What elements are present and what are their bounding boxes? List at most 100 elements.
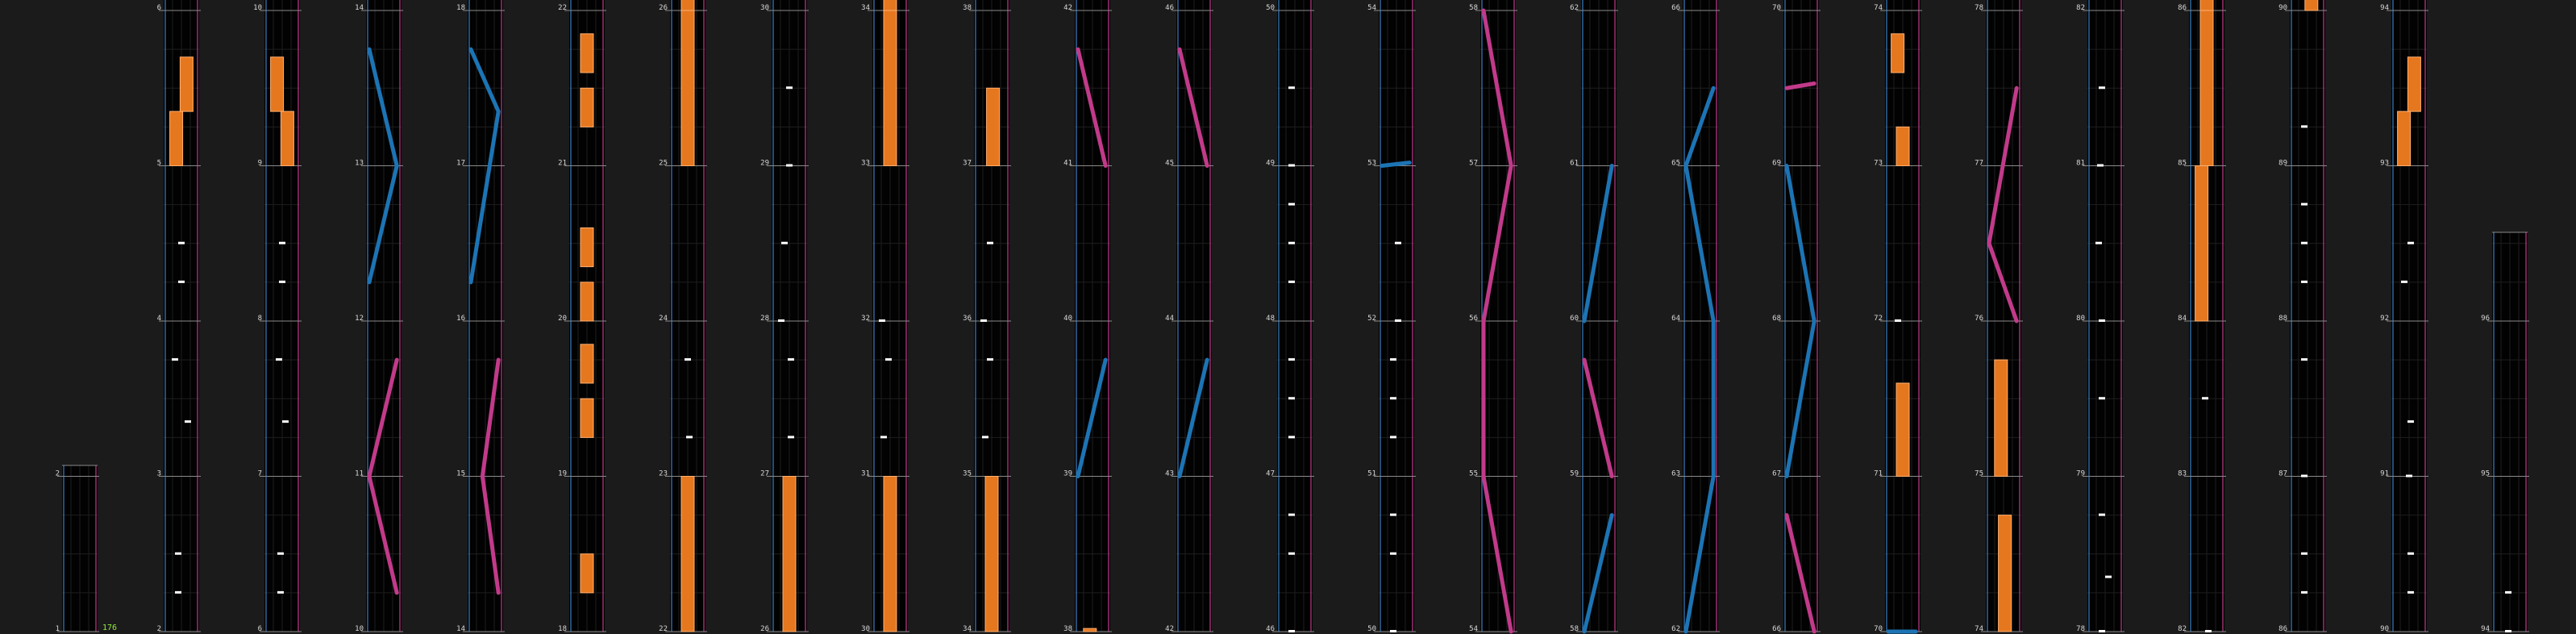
hold-note[interactable] xyxy=(984,476,999,632)
slide-note[interactable] xyxy=(1582,357,1614,478)
hold-note[interactable] xyxy=(986,87,1001,166)
tap-note[interactable] xyxy=(276,358,282,361)
tap-note[interactable] xyxy=(175,590,181,594)
tap-note[interactable] xyxy=(178,280,185,283)
tap-note[interactable] xyxy=(2505,630,2511,632)
tap-note[interactable] xyxy=(2301,590,2308,594)
slide-note[interactable] xyxy=(480,357,501,595)
tap-note[interactable] xyxy=(1395,319,1401,322)
slide-note[interactable] xyxy=(367,47,399,285)
tap-note[interactable] xyxy=(1390,358,1396,361)
tap-note[interactable] xyxy=(279,280,285,283)
slide-note[interactable] xyxy=(1076,47,1108,168)
tap-note[interactable] xyxy=(2301,202,2308,206)
slide-note[interactable] xyxy=(1380,161,1412,168)
tap-note[interactable] xyxy=(778,319,784,322)
tap-note[interactable] xyxy=(277,590,284,594)
tap-note[interactable] xyxy=(786,86,793,90)
hold-note[interactable] xyxy=(1994,359,2008,477)
slide-note[interactable] xyxy=(1784,81,1817,90)
tap-note[interactable] xyxy=(2099,630,2105,632)
hold-note[interactable] xyxy=(2397,111,2412,166)
hold-note[interactable] xyxy=(680,476,695,632)
hold-note[interactable] xyxy=(2304,0,2319,11)
hold-note[interactable] xyxy=(580,33,594,73)
slide-note[interactable] xyxy=(1582,513,1614,634)
tap-note[interactable] xyxy=(1288,630,1295,632)
tap-note[interactable] xyxy=(1895,319,1901,322)
tap-note[interactable] xyxy=(277,552,284,555)
tap-note[interactable] xyxy=(982,436,988,439)
tap-note[interactable] xyxy=(2095,241,2102,244)
tap-note[interactable] xyxy=(1390,552,1396,555)
hold-note[interactable] xyxy=(580,398,594,438)
tap-note[interactable] xyxy=(885,358,892,361)
tap-note[interactable] xyxy=(1288,164,1295,167)
hold-note[interactable] xyxy=(680,0,695,11)
tap-note[interactable] xyxy=(1288,552,1295,555)
hold-note[interactable] xyxy=(1891,33,1905,73)
tap-note[interactable] xyxy=(685,358,691,361)
slide-note[interactable] xyxy=(367,357,399,595)
hold-note[interactable] xyxy=(883,476,897,632)
tap-note[interactable] xyxy=(1288,241,1295,244)
tap-note[interactable] xyxy=(2407,420,2414,423)
tap-note[interactable] xyxy=(1288,86,1295,90)
hold-note[interactable] xyxy=(1998,515,2012,632)
hold-note[interactable] xyxy=(580,344,594,384)
hold-note[interactable] xyxy=(580,227,594,268)
hold-note[interactable] xyxy=(1083,628,1097,632)
tap-note[interactable] xyxy=(987,358,993,361)
slide-note[interactable] xyxy=(1784,164,1817,478)
tap-note[interactable] xyxy=(279,241,285,244)
tap-note[interactable] xyxy=(2301,474,2308,478)
tap-note[interactable] xyxy=(1288,436,1295,439)
tap-note[interactable] xyxy=(1288,513,1295,516)
slide-note[interactable] xyxy=(1582,164,1614,323)
hold-note[interactable] xyxy=(2407,56,2421,112)
tap-note[interactable] xyxy=(172,358,178,361)
tap-note[interactable] xyxy=(2407,241,2414,244)
tap-note[interactable] xyxy=(175,552,181,555)
hold-note[interactable] xyxy=(2195,165,2209,322)
tap-note[interactable] xyxy=(2205,630,2212,632)
tap-note[interactable] xyxy=(2105,575,2112,578)
tap-note[interactable] xyxy=(1288,202,1295,206)
tap-note[interactable] xyxy=(2407,552,2414,555)
tap-note[interactable] xyxy=(2202,397,2208,400)
tap-note[interactable] xyxy=(1390,513,1396,516)
tap-note[interactable] xyxy=(282,420,289,423)
hold-note[interactable] xyxy=(270,56,285,112)
tap-note[interactable] xyxy=(786,164,793,167)
slide-note[interactable] xyxy=(1481,8,1513,634)
tap-note[interactable] xyxy=(2505,590,2511,594)
slide-note[interactable] xyxy=(1784,513,1817,634)
tap-note[interactable] xyxy=(2099,513,2105,516)
tap-note[interactable] xyxy=(185,420,191,423)
tap-note[interactable] xyxy=(781,241,788,244)
tap-note[interactable] xyxy=(178,241,185,244)
hold-note[interactable] xyxy=(1896,126,1910,166)
hold-note[interactable] xyxy=(179,56,194,112)
tap-note[interactable] xyxy=(1395,241,1401,244)
tap-note[interactable] xyxy=(1390,397,1396,400)
hold-note[interactable] xyxy=(680,10,695,166)
hold-note[interactable] xyxy=(580,282,594,322)
tap-note[interactable] xyxy=(2406,474,2412,478)
slide-note[interactable] xyxy=(1177,47,1209,168)
hold-note[interactable] xyxy=(2199,0,2214,11)
tap-note[interactable] xyxy=(2301,241,2308,244)
hold-note[interactable] xyxy=(580,87,594,127)
hold-note[interactable] xyxy=(883,0,897,11)
slide-note[interactable] xyxy=(1987,86,2019,323)
hold-note[interactable] xyxy=(580,553,594,594)
slide-note[interactable] xyxy=(468,47,501,285)
tap-note[interactable] xyxy=(987,241,993,244)
tap-note[interactable] xyxy=(686,436,693,439)
hold-note[interactable] xyxy=(2199,10,2214,166)
slide-note[interactable] xyxy=(1683,86,1716,634)
tap-note[interactable] xyxy=(2401,280,2407,283)
tap-note[interactable] xyxy=(788,436,794,439)
slide-note[interactable] xyxy=(1076,357,1108,478)
tap-note[interactable] xyxy=(879,319,885,322)
